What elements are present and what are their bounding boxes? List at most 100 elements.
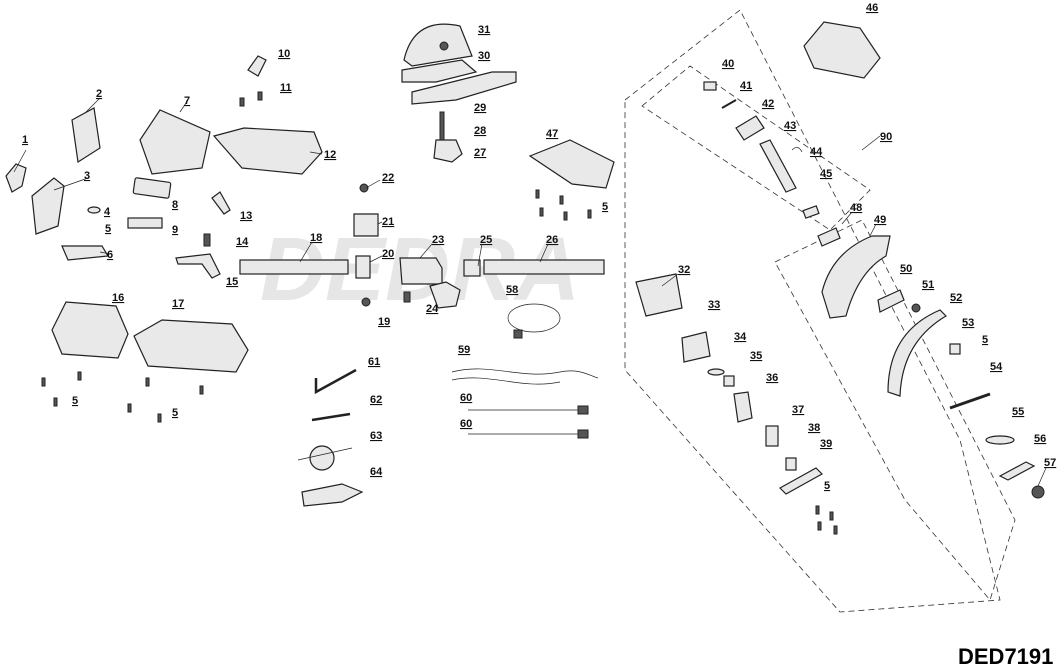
part-11-screws	[239, 91, 263, 107]
label-33: 33	[708, 299, 720, 311]
label-28: 28	[474, 125, 486, 137]
leader-lines	[299, 135, 1047, 487]
label-5a: 5	[105, 223, 111, 235]
part-14-spring	[203, 233, 211, 247]
label-57: 57	[1044, 457, 1056, 469]
part-27-handle-knob	[433, 139, 463, 163]
label-4: 4	[104, 206, 111, 218]
label-25: 25	[480, 234, 492, 246]
part-60-cable-b	[468, 429, 589, 439]
label-1: 1	[22, 134, 28, 146]
label-5d: 5	[824, 480, 830, 492]
screws-middle	[535, 189, 592, 221]
part-6-switch	[61, 245, 111, 261]
label-59: 59	[458, 344, 470, 356]
label-44: 44	[810, 146, 823, 158]
label-24: 24	[426, 303, 439, 315]
model-code: DED7191	[958, 644, 1053, 669]
label-22: 22	[382, 172, 394, 184]
part-33-motor-bracket	[681, 331, 711, 363]
label-45: 45	[820, 168, 832, 180]
label-32: 32	[678, 264, 690, 276]
part-54-blade-plate	[949, 392, 991, 410]
label-8: 8	[172, 199, 178, 211]
part-12-housing-cover	[212, 127, 323, 175]
part-57-nut	[1031, 485, 1045, 499]
part-39-blade-holder	[779, 467, 823, 495]
label-60b: 60	[460, 418, 472, 430]
label-19: 19	[378, 316, 390, 328]
label-10: 10	[278, 48, 290, 60]
label-17: 17	[172, 298, 184, 310]
part-38-nut	[785, 457, 797, 471]
part-18-lower-shaft-tube	[239, 259, 349, 275]
label-37: 37	[792, 404, 804, 416]
label-47: 47	[546, 128, 558, 140]
part-56-cover-plate	[998, 461, 1036, 481]
label-49: 49	[874, 214, 886, 226]
label-55: 55	[1012, 406, 1024, 418]
part-49-guard	[821, 235, 891, 319]
label-42: 42	[762, 98, 774, 110]
part-53-clip	[949, 343, 961, 355]
part-28-bolt	[439, 111, 445, 141]
label-62: 62	[370, 394, 382, 406]
part-45-washer	[802, 205, 820, 219]
label-27: 27	[474, 147, 486, 159]
part-29-handle-bracket	[411, 71, 517, 105]
label-18: 18	[310, 232, 322, 244]
part-62-wrench	[311, 412, 351, 422]
part-59-wire-harness	[451, 368, 599, 385]
part-3-holder	[31, 177, 89, 235]
part-10-spring-clip	[247, 55, 267, 77]
label-39: 39	[820, 438, 832, 450]
label-12: 12	[324, 149, 336, 161]
label-7: 7	[184, 95, 190, 107]
label-38: 38	[808, 422, 820, 434]
part-1-connector	[5, 149, 27, 193]
label-3: 3	[84, 170, 90, 182]
group-outline-shaft-head	[624, 9, 1001, 613]
group-outline-upper	[641, 65, 871, 231]
part-25-sleeve	[463, 259, 481, 277]
label-29: 29	[474, 102, 486, 114]
part-47-guard-small	[528, 139, 615, 189]
label-2: 2	[96, 88, 102, 100]
part-51-nut	[911, 303, 921, 313]
part-16-battery-cover-left	[51, 301, 129, 359]
label-51: 51	[922, 279, 934, 291]
label-41: 41	[740, 80, 752, 92]
label-53: 53	[962, 317, 974, 329]
part-17-battery-cover-right	[133, 319, 249, 373]
part-60-cable-a	[468, 405, 589, 415]
part-2-bracket	[71, 97, 101, 164]
part-labels: 1 2 3 4 5 6 7 8 9 10 11 12 13 14 15 16 1…	[22, 2, 1056, 492]
part-20-sleeve	[355, 255, 371, 279]
label-61: 61	[368, 356, 380, 368]
label-23: 23	[432, 234, 444, 246]
part-44-clip	[791, 147, 803, 153]
part-63-spool	[297, 445, 353, 471]
part-7-motor-housing-half	[139, 99, 211, 175]
part-42-spring	[735, 115, 765, 141]
part-24-knob	[403, 281, 461, 309]
part-46-head-cover	[803, 21, 881, 79]
label-50: 50	[900, 263, 912, 275]
label-43: 43	[784, 120, 796, 132]
part-9-label-plate	[127, 217, 163, 229]
label-34: 34	[734, 331, 747, 343]
part-32-motor	[635, 273, 683, 317]
label-56: 56	[1034, 433, 1046, 445]
part-35-bearing	[723, 375, 735, 387]
label-13: 13	[240, 210, 252, 222]
label-26: 26	[546, 234, 558, 246]
part-61-allen-key	[314, 368, 357, 395]
label-52: 52	[950, 292, 962, 304]
part-55-disc	[985, 435, 1015, 445]
label-35: 35	[750, 350, 762, 362]
label-5b: 5	[72, 395, 78, 407]
screws-head	[815, 505, 838, 535]
part-34-washer	[707, 368, 725, 376]
part-30-handle-lower	[401, 59, 478, 83]
